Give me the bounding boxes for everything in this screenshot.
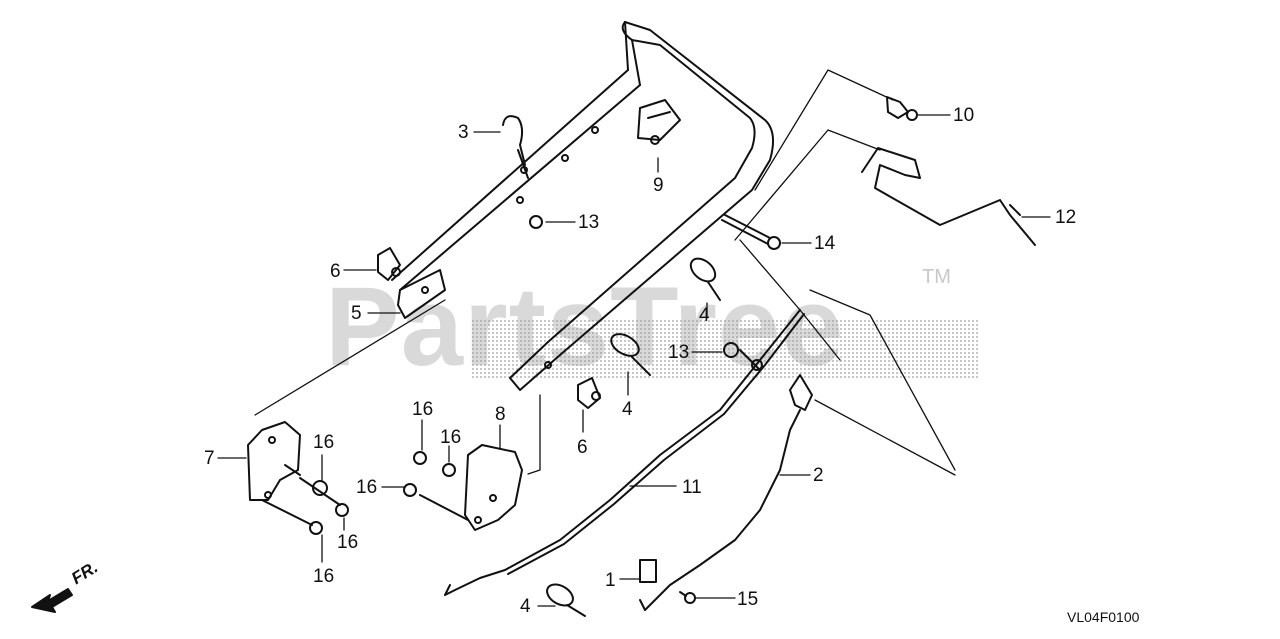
trademark-mark: TM (922, 266, 951, 288)
part-12-control-rod (861, 147, 1036, 246)
part-1-clip (639, 559, 657, 583)
part-4-knob-c (546, 583, 586, 617)
callout-4-middle: 4 (622, 399, 633, 420)
callout-5: 5 (351, 303, 362, 324)
callout-16-c: 16 (356, 477, 378, 498)
leader-lines (217, 114, 1051, 607)
reference-lines (254, 69, 956, 476)
part-9-bracket (637, 99, 681, 145)
callout-16-e: 16 (337, 532, 359, 553)
part-13-nut-lower (723, 342, 763, 371)
callout-3: 3 (458, 122, 469, 143)
callout-4-upper: 4 (699, 305, 710, 326)
callout-13-upper: 13 (578, 212, 600, 233)
callout-14: 14 (814, 233, 836, 254)
callout-10: 10 (953, 105, 975, 126)
callout-16-b: 16 (440, 427, 462, 448)
callout-6-lower: 6 (577, 437, 588, 458)
part-6-knob-upper (377, 247, 401, 281)
part-11-cable (444, 309, 805, 596)
callout-9: 9 (653, 175, 664, 196)
part-14-bolt (721, 214, 781, 250)
callout-2: 2 (813, 465, 824, 486)
part-16-nuts (261, 451, 469, 535)
callout-11: 11 (682, 477, 702, 498)
callout-15: 15 (737, 589, 759, 610)
callout-13-lower: 13 (668, 342, 690, 363)
callout-12: 12 (1055, 207, 1077, 228)
callout-8: 8 (495, 404, 506, 425)
part-15-screw (679, 591, 696, 604)
part-13-nut-upper (529, 215, 543, 229)
part-8-plate (464, 444, 523, 531)
callout-16-a: 16 (412, 399, 434, 420)
part-10-clip (886, 96, 918, 121)
callout-6-upper: 6 (330, 261, 341, 282)
upper-handle (391, 21, 775, 391)
part-4-knob-a (689, 257, 721, 301)
callout-4-lower: 4 (520, 596, 531, 617)
front-arrow-icon (31, 588, 73, 613)
part-3-pin (502, 115, 529, 179)
callout-1: 1 (605, 570, 616, 591)
diagram-code: VL04F0100 (1067, 609, 1140, 625)
part-6-knob-lower (577, 377, 601, 409)
part-4-knob-b (610, 333, 651, 376)
callout-16-f: 16 (313, 566, 335, 587)
part-7-plate (247, 421, 301, 501)
callout-16-d: 16 (313, 432, 335, 453)
part-2-cable (639, 374, 813, 611)
callout-7: 7 (204, 448, 215, 469)
